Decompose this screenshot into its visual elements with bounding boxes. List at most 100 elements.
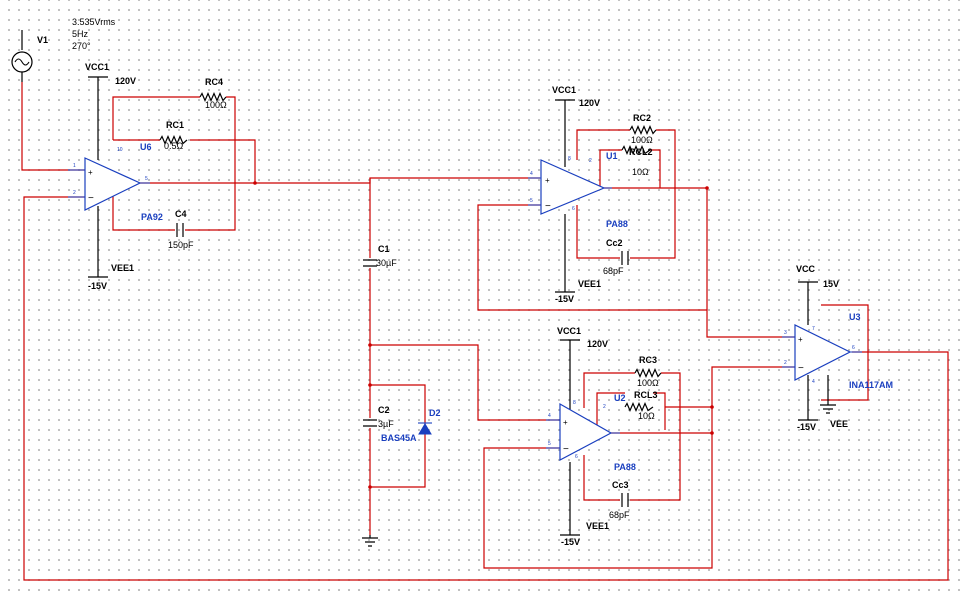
source-amplitude: 3.535Vrms [72,17,116,27]
capacitor-icon [621,251,629,265]
svg-text:4: 4 [548,413,551,419]
component-ref: RCL2 [629,147,653,157]
opamp-u6[interactable]: + − 1 2 5 10 U6 PA92 [68,142,163,222]
rail-u2-vee: VEE1 -15V [561,521,609,547]
diode-icon [418,423,432,435]
capacitor-cc2[interactable]: Cc2 68pF [603,238,629,276]
resistor-rc2[interactable]: RC2 100Ω [629,113,657,145]
component-ref: Cc3 [612,480,629,490]
component-value: 30µF [376,258,397,268]
opamp-ref: U1 [606,151,618,161]
svg-text:−: − [545,201,551,212]
svg-text:−: − [88,193,94,204]
component-ref: C4 [175,209,187,219]
resistor-rc3[interactable]: RC3 100Ω [634,355,662,388]
capacitor-icon [176,223,184,237]
component-value: 100Ω [205,100,227,110]
component-value: 100Ω [631,135,653,145]
capacitor-c1[interactable]: C1 30µF [363,244,397,268]
capacitor-c4[interactable]: C4 150pF [168,209,194,250]
source-frequency: 5Hz [72,29,89,39]
svg-text:6: 6 [572,206,575,212]
rail-name: VCC [796,264,816,274]
resistor-icon [634,367,662,379]
component-ref: D2 [429,408,441,418]
resistor-icon [199,91,227,103]
component-value: 3µF [378,419,394,429]
rail-value: -15V [555,294,574,304]
rail-u2-vcc: VCC1 120V [557,326,608,349]
component-ref: C2 [378,405,390,415]
svg-text:2: 2 [589,158,592,164]
capacitor-icon [621,493,629,507]
rail-u1-vcc: VCC1 120V [552,85,600,108]
component-ref: RC1 [166,120,184,130]
opamp-triangle-icon [84,157,142,211]
svg-text:2: 2 [784,360,787,366]
opamp-triangle-icon [794,324,852,381]
resistor-rcl3[interactable]: RCL3 10Ω [624,390,658,421]
opamp-u1[interactable]: + − 4 5 8 2 6 U1 PA88 [528,151,628,229]
rail-u3-vcc: VCC 15V [796,264,839,289]
svg-text:+: + [88,168,93,177]
svg-text:10: 10 [117,147,123,153]
component-ref: Cc2 [606,238,623,248]
svg-text:8: 8 [573,400,576,406]
component-ref: RCL3 [634,390,658,400]
rail-name: VCC1 [557,326,581,336]
opamp-ref: U6 [140,142,152,152]
component-ref: C1 [378,244,390,254]
resistor-icon [621,144,651,156]
component-value: 100Ω [637,378,659,388]
opamp-model: PA88 [614,462,636,472]
opamp-model: PA92 [141,212,163,222]
diode-d2[interactable]: D2 BAS45A [381,408,441,443]
svg-text:−: − [798,363,804,374]
power-rails [88,76,836,547]
svg-text:4: 4 [530,171,533,177]
opamp-u2[interactable]: + − 4 5 8 2 6 U2 PA88 [546,393,636,472]
source-name: V1 [37,35,48,45]
rail-value: -15V [561,537,580,547]
resistor-icon [624,401,654,413]
rail-value: -15V [88,281,107,291]
component-value: 10Ω [632,167,649,177]
resistor-rc1[interactable]: RC1 0.5Ω [159,120,188,151]
svg-text:−: − [563,444,569,455]
rail-name: VEE1 [578,279,601,289]
rail-u1-vee: VEE1 -15V [555,279,601,304]
capacitor-icon [363,259,377,267]
capacitor-icon [363,419,377,427]
resistor-icon [629,124,657,136]
capacitor-cc3[interactable]: Cc3 68pF [609,480,630,520]
rail-u6-vee: VEE1 -15V [88,263,134,291]
resistor-rc4[interactable]: RC4 100Ω [199,77,227,110]
rail-name: VEE1 [111,263,134,273]
component-ref: RC3 [639,355,657,365]
source-v1[interactable]: V1 3.535Vrms 5Hz 270° [11,17,116,82]
opamp-u3[interactable]: + − 3 2 7 6 4 U3 INA117AM [782,312,893,390]
opamp-model: PA88 [606,219,628,229]
rail-name: VCC1 [85,62,109,72]
svg-text:5: 5 [530,198,533,204]
capacitor-c2[interactable]: C2 3µF [363,405,394,429]
junctions [253,181,714,489]
opamp-triangle-icon [540,159,606,215]
svg-text:+: + [798,335,803,344]
component-ref: RC2 [633,113,651,123]
svg-text:6: 6 [852,345,855,351]
svg-text:8: 8 [568,156,571,162]
svg-text:7: 7 [812,326,815,332]
rail-value: -15V [797,422,816,432]
component-ref: RC4 [205,77,223,87]
svg-text:+: + [563,418,568,427]
rail-value: 15V [823,279,839,289]
component-value: 68pF [609,510,630,520]
resistor-rcl2[interactable]: RCL2 10Ω [621,144,653,178]
svg-text:+: + [545,176,550,185]
opamp-triangle-icon [559,402,613,461]
rail-value: 120V [579,98,600,108]
svg-text:2: 2 [603,404,606,410]
opamp-ref: U2 [614,393,626,403]
